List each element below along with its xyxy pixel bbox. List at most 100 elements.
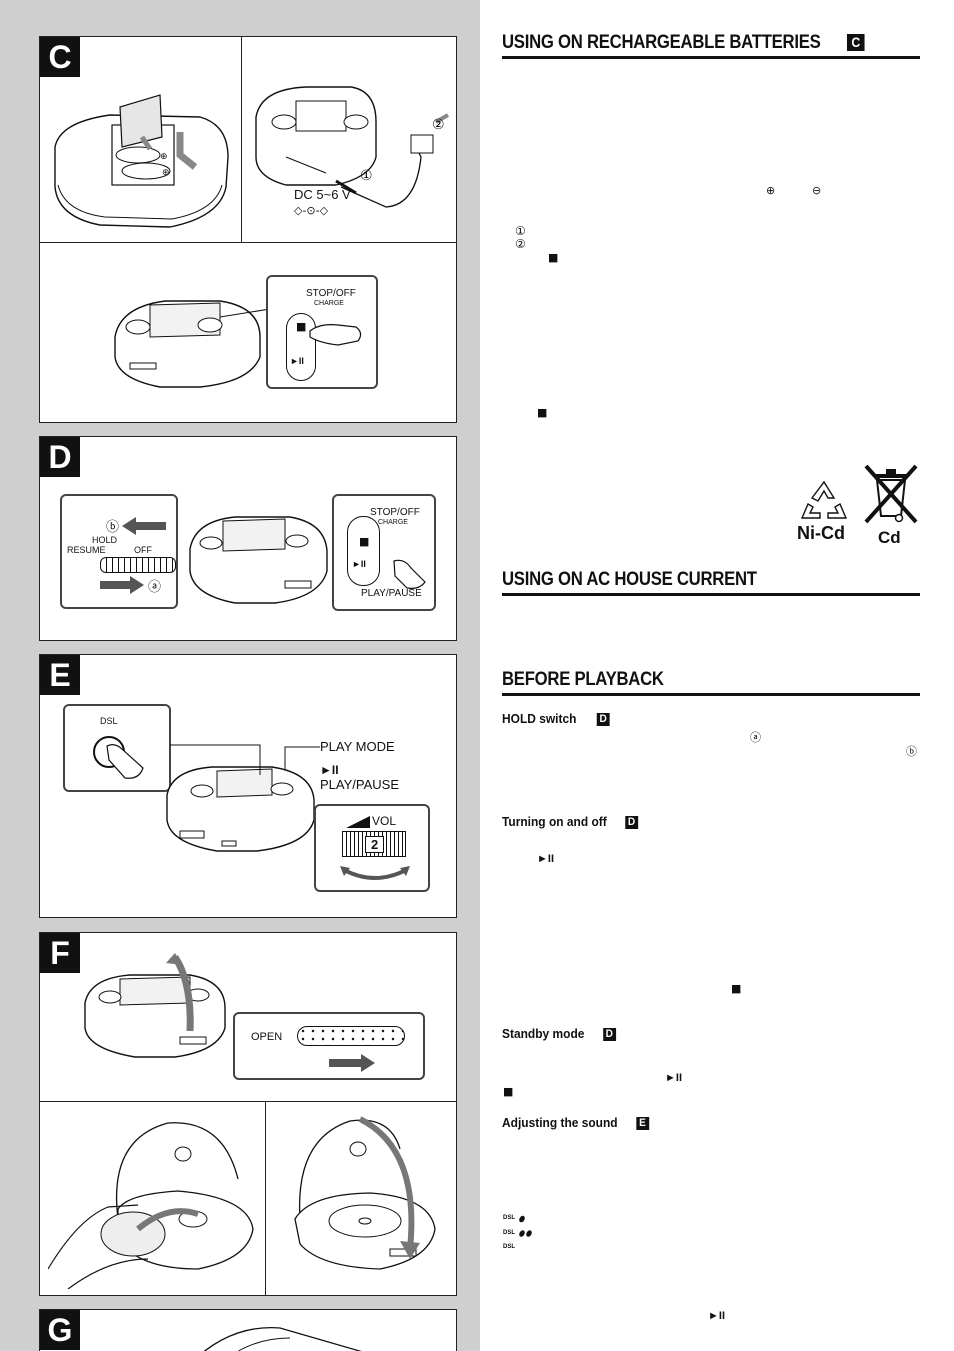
hold-switch[interactable] <box>100 557 176 573</box>
charge-label: CHARGE <box>378 519 408 526</box>
arrow-right-icon <box>100 576 144 594</box>
volume-callout: VOL 2 <box>314 804 430 892</box>
panel-f-divider-v <box>265 1101 266 1295</box>
player-top-illustration <box>189 516 328 604</box>
panel-g-illustration <box>203 1326 362 1351</box>
arrow-left-icon <box>122 517 166 535</box>
finger-press-icon <box>309 324 362 346</box>
stop-off-label: STOP/OFF <box>370 507 420 518</box>
adapter-voltage-label: DC 5~6 V <box>294 187 351 202</box>
open-label: OPEN <box>251 1031 283 1043</box>
hold-a-marker: ⓐ <box>148 580 162 595</box>
b-marker: ⓑ <box>906 745 917 758</box>
panel-c-divider-h <box>40 242 456 243</box>
finger-press-icon <box>393 559 426 589</box>
subhead-badge: D <box>602 1028 616 1042</box>
stop-off-label: STOP/OFF <box>306 288 356 299</box>
battery-compartment-illustration: ⊕ ⊕ <box>54 94 229 228</box>
open-slider[interactable] <box>297 1026 405 1046</box>
volume-dial[interactable]: 2 <box>342 831 406 857</box>
charge-label: CHARGE <box>314 300 344 307</box>
arrow-right-icon <box>329 1054 375 1072</box>
stop-symbol: ■ <box>548 251 559 264</box>
stop-symbol: ■ <box>296 320 307 333</box>
section-rule <box>502 693 920 696</box>
play-pause-symbol: ►II <box>290 356 304 366</box>
dsl-level-1-icon: DSL <box>503 1215 515 1221</box>
play-pause-symbol: ►II <box>352 559 366 569</box>
illustration-column: C ⊕ ⊕ ② ① DC 5~ <box>0 0 480 1351</box>
step-1-marker: ① <box>360 168 373 184</box>
resume-label: RESUME <box>67 545 106 555</box>
insert-disc-illustration <box>48 1122 254 1289</box>
step-2-marker: ② <box>432 117 445 133</box>
plus-symbol: ⊕ <box>766 184 776 197</box>
play-pause-symbol: ►II <box>665 1072 682 1084</box>
dsl-callout: DSL <box>63 704 171 792</box>
play-pause-symbol: ►II <box>708 1310 725 1322</box>
stop-charge-callout: STOP/OFF CHARGE ■ ►II <box>266 275 378 389</box>
stop-charge-button[interactable]: ■ ►II <box>286 313 316 381</box>
stop-play-callout: STOP/OFF CHARGE ■ ►II PLAY/PAUSE <box>332 494 436 611</box>
cd-label: Cd <box>878 528 901 547</box>
volume-wedge-icon <box>346 816 370 828</box>
vol-value: 2 <box>365 836 385 853</box>
panel-c-divider-v <box>241 37 242 243</box>
crossed-bin-icon <box>864 464 918 524</box>
play-pause-symbol: ►II <box>537 853 554 865</box>
panel-d-badge: D <box>40 437 80 477</box>
panel-e-badge: E <box>40 655 80 695</box>
callout-lines <box>170 744 320 775</box>
play-pause-symbol: ►II <box>320 763 339 777</box>
off-label: OFF <box>134 545 152 555</box>
section-rule <box>502 56 920 59</box>
subhead-badge: D <box>596 713 610 727</box>
nicd-label: Ni-Cd <box>797 523 845 543</box>
stop-play-button[interactable]: ■ ►II <box>347 516 380 586</box>
ac-adapter-illustration <box>255 86 450 208</box>
panel-g: G <box>39 1309 457 1351</box>
play-mode-label: PLAY MODE <box>320 739 395 754</box>
player-open-lid-illustration <box>84 953 226 1058</box>
section-rule <box>502 593 920 596</box>
stop-symbol: ■ <box>359 535 370 548</box>
hold-label: HOLD <box>92 535 118 545</box>
hold-b-marker: ⓑ <box>106 520 120 535</box>
charging-player-illustration <box>114 300 271 388</box>
finger-press-icon <box>106 744 144 779</box>
dsl-off-icon: DSL <box>503 1244 515 1250</box>
dsl-level-2-icon: DSL <box>503 1230 515 1236</box>
panel-f: F OPEN <box>39 932 457 1296</box>
vol-label: VOL <box>372 814 397 828</box>
a-marker: ⓐ <box>750 731 761 744</box>
open-switch-callout: OPEN <box>233 1012 425 1080</box>
adapter-polarity-label: ◇-⊙-◇ <box>294 204 329 217</box>
player-controls-illustration <box>166 745 315 852</box>
step-2-marker: ② <box>515 237 526 251</box>
subhead-badge: D <box>625 816 639 830</box>
section-title-before: BEFORE PLAYBACK <box>502 669 664 690</box>
panel-c: C ⊕ ⊕ ② ① DC 5~ <box>39 36 457 423</box>
panel-g-badge: G <box>40 1310 80 1350</box>
play-pause-label: PLAY/PAUSE <box>320 777 399 792</box>
panel-e: E DSL PLAY MODE ►II PLAY/PAUSE VOL <box>39 654 457 918</box>
section-title-ac: USING ON AC HOUSE CURRENT <box>502 569 757 590</box>
dsl-level-2-mark <box>519 1230 532 1237</box>
svg-text:⊕: ⊕ <box>160 152 168 162</box>
dsl-label: DSL <box>100 716 118 726</box>
hold-switch-callout: ⓑ HOLD RESUME OFF ⓐ <box>60 494 178 609</box>
minus-symbol: ⊖ <box>812 184 822 197</box>
stop-symbol: ■ <box>731 982 742 995</box>
recycle-icon <box>800 480 848 519</box>
stop-symbol: ■ <box>537 406 548 419</box>
dsl-level-1-mark <box>519 1215 525 1223</box>
svg-text:⊕: ⊕ <box>162 168 170 178</box>
panel-c-badge: C <box>40 37 80 77</box>
panel-d: D ⓑ HOLD RESUME OFF ⓐ STOP/OFF CHARGE ■ … <box>39 436 457 641</box>
section-badge-c: C <box>846 34 865 51</box>
panel-f-badge: F <box>40 933 80 973</box>
